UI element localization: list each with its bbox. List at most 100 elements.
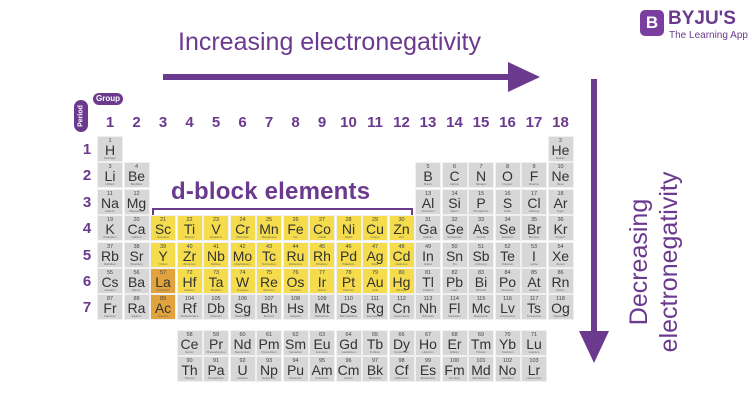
element-symbol: Mc [471, 300, 491, 317]
element-name: Gallium [423, 235, 433, 240]
element-name: Molybdenum [234, 261, 251, 266]
atomic-number: 21 [159, 217, 167, 224]
element-symbol: Nb [207, 247, 225, 264]
atomic-number: 72 [186, 270, 193, 276]
atomic-number: 8 [505, 164, 510, 171]
atomic-number: 19 [106, 217, 114, 224]
element-symbol: Ti [183, 221, 196, 238]
element-name: Holmium [422, 350, 434, 354]
element-name: Sodium [105, 208, 115, 213]
element-symbol: N [475, 168, 487, 185]
element-name: Tellurium [501, 261, 514, 266]
element-symbol: Hs [286, 300, 305, 317]
horizontal-trend-title: Increasing electronegativity [178, 28, 481, 56]
atomic-number: 49 [424, 243, 432, 250]
atomic-number: 87 [106, 296, 114, 303]
atomic-number: 98 [398, 358, 405, 364]
element-symbol: Co [313, 221, 331, 238]
atomic-number: 62 [292, 332, 299, 338]
atomic-number: 74 [239, 270, 246, 276]
atomic-number: 41 [212, 243, 220, 250]
element-name: Nitrogen [475, 182, 487, 187]
atomic-number: 29 [371, 217, 379, 224]
element-symbol: Pa [207, 362, 225, 378]
element-name: Europium [316, 350, 328, 354]
atomic-number: 61 [265, 332, 273, 338]
atomic-number: 45 [318, 243, 326, 250]
element-symbol: As [472, 221, 490, 238]
element-name: Manganese [261, 235, 277, 240]
element-symbol: In [422, 247, 434, 264]
element-symbol: Fm [444, 362, 465, 378]
atomic-number: 48 [398, 243, 405, 250]
element-name: Darmstadtium [339, 314, 358, 319]
element-symbol: F [529, 168, 539, 185]
element-symbol: Br [527, 221, 541, 238]
element-name: Tantalum [210, 288, 222, 292]
element-name: Arsenic [476, 235, 486, 240]
element-name: Beryllium [130, 182, 143, 187]
element-symbol: Mg [126, 194, 147, 211]
element-name: Bromine [528, 235, 540, 240]
element-symbol: Au [366, 274, 384, 290]
element-symbol: O [502, 168, 513, 185]
element-name: Dubnium [210, 314, 222, 319]
element-symbol: Yb [498, 336, 517, 352]
element-name: Vanadium [209, 235, 223, 240]
element-symbol: Cl [527, 194, 541, 211]
atomic-number: 112 [397, 296, 406, 303]
element-name: Oxygen [502, 182, 513, 187]
atomic-number: 11 [107, 190, 113, 197]
element-name: Tungsten [236, 288, 249, 292]
element-name: Berkelium [368, 376, 382, 380]
atomic-number: 117 [529, 296, 539, 303]
element-name: Uranium [237, 376, 248, 380]
group-number: 7 [264, 114, 274, 131]
element-symbol: Sm [285, 336, 306, 352]
group-number: 2 [132, 114, 141, 131]
atomic-number: 86 [557, 270, 564, 276]
atomic-number: 12 [133, 190, 140, 197]
atomic-number: 116 [503, 296, 512, 303]
element-symbol: Sb [472, 247, 490, 264]
element-name: Indium [423, 261, 433, 266]
atomic-number: 80 [398, 270, 405, 276]
atomic-number: 96 [345, 358, 352, 364]
element-name: Chromium [236, 235, 249, 240]
atomic-number: 110 [344, 296, 353, 303]
element-name: Sulfur [503, 208, 512, 213]
element-symbol: No [498, 362, 517, 378]
atomic-number: 118 [556, 296, 565, 303]
element-symbol: Bk [366, 362, 384, 378]
element-name: Radon [556, 288, 565, 292]
element-symbol: Mn [259, 221, 279, 238]
element-symbol: Pd [339, 247, 358, 264]
group-number: 10 [340, 114, 357, 131]
atomic-number: 106 [237, 296, 248, 303]
element-symbol: Lr [527, 362, 541, 378]
element-symbol: Ac [154, 300, 172, 317]
